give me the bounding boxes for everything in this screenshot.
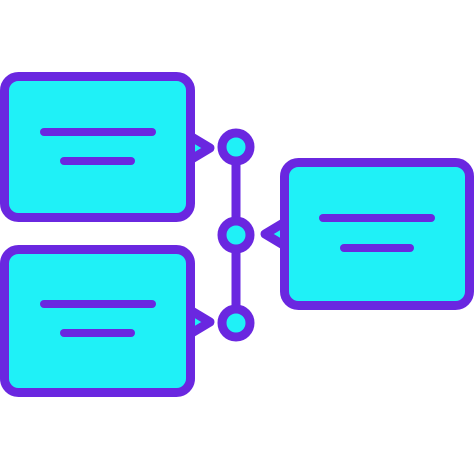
card-right-body [280, 158, 474, 310]
timeline-node-top [217, 128, 255, 166]
card-top-left-body [0, 72, 195, 222]
timeline-node-middle [217, 216, 255, 254]
card-bottom-left-body [0, 245, 195, 397]
card-bottom-left [0, 245, 215, 397]
timeline-node-bottom [217, 304, 255, 342]
card-right [260, 158, 474, 310]
card-top-left [0, 72, 215, 222]
